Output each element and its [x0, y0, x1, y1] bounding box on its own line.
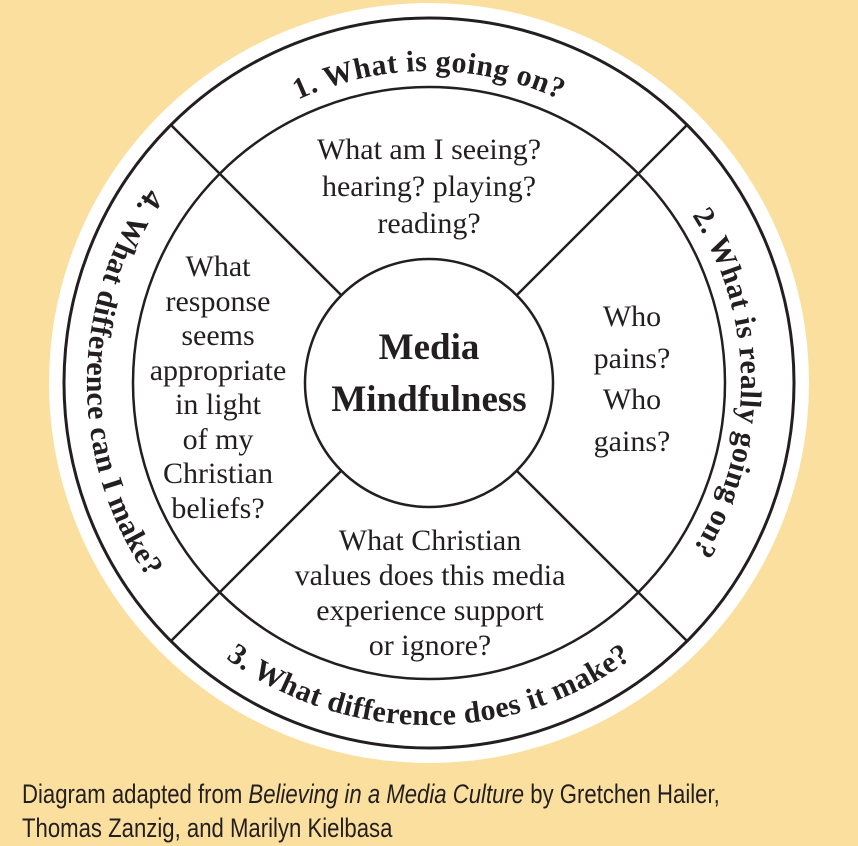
ring-inner-circle — [131, 85, 727, 681]
caption: Diagram adapted from Believing in a Medi… — [22, 777, 842, 845]
quadrant-bottom-text: What Christian values does this media ex… — [294, 524, 566, 662]
center-title: Media Mindfulness — [331, 327, 527, 420]
divider-line-bottom-right — [515, 469, 688, 642]
quadrant-top-text: What am I seeing? hearing? playing? read… — [316, 133, 542, 240]
caption-authors-line1: by Gretchen Hailer, — [524, 779, 720, 809]
quadrant-left-text: What response seems appropriate in light… — [149, 250, 287, 525]
caption-book-title: Believing in a Media Culture — [248, 779, 525, 809]
divider-line-top-right — [515, 124, 688, 297]
caption-authors-line2: Thomas Zanzig, and Marilyn Kielbasa — [22, 813, 393, 843]
outer-circle — [62, 16, 796, 750]
divider-line-bottom-left — [170, 469, 343, 642]
quadrant-right-text: Who pains? Who gains? — [593, 300, 671, 458]
center-circle — [303, 257, 555, 509]
caption-prefix: Diagram adapted from — [22, 779, 249, 809]
divider-line-top-left — [170, 124, 343, 297]
